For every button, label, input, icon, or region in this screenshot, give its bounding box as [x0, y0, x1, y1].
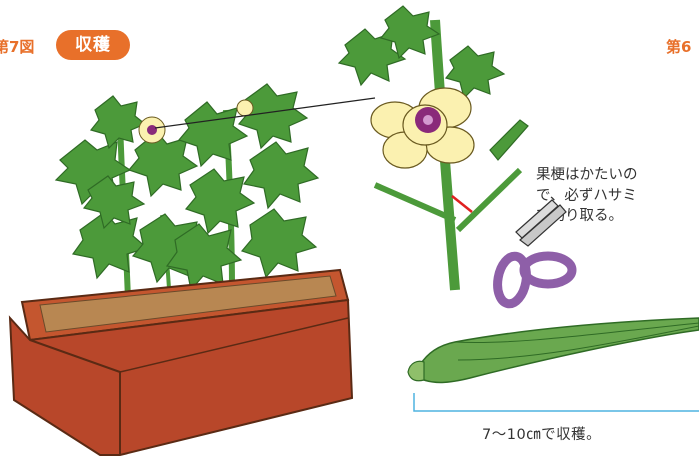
okra-pod-illustration	[408, 318, 699, 411]
length-bracket	[414, 393, 699, 411]
scissors-icon	[494, 200, 572, 306]
okra-plant-illustration	[10, 84, 352, 455]
flower-closeup-illustration	[339, 6, 528, 290]
